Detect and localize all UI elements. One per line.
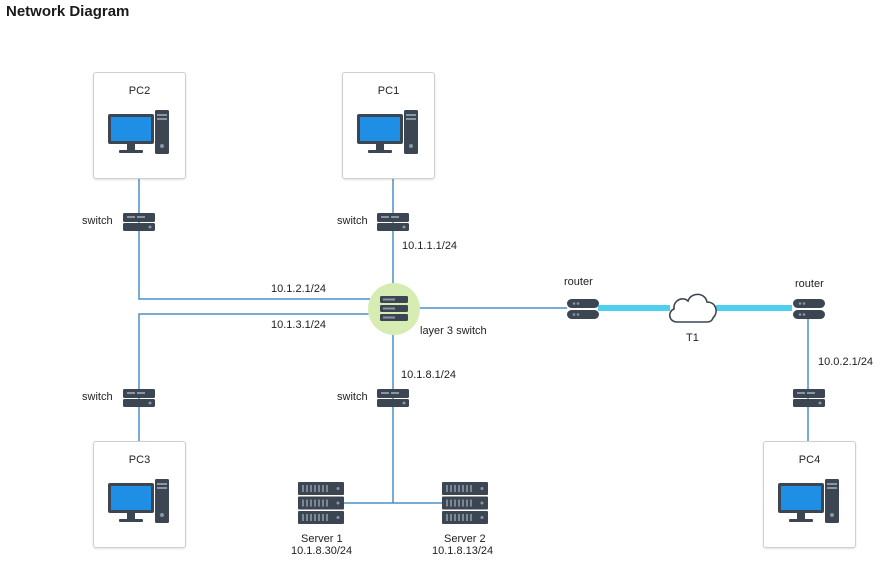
ip-pc1-link: 10.1.1.1/24 xyxy=(402,240,458,252)
ip-pc2-link: 10.1.2.1/24 xyxy=(271,283,327,295)
switch-icon[interactable] xyxy=(123,212,155,232)
server-rack-icon[interactable] xyxy=(442,482,488,524)
router-icon[interactable] xyxy=(566,297,600,321)
pc4-node[interactable]: PC4 xyxy=(763,441,856,548)
switch-servers-label: switch xyxy=(337,391,368,403)
switch-icon[interactable] xyxy=(793,388,825,408)
server1-ip: 10.1.8.30/24 xyxy=(291,545,353,557)
t1-label: T1 xyxy=(686,332,699,344)
desktop-computer-icon xyxy=(108,479,169,523)
pc3-label: PC3 xyxy=(128,454,151,466)
switch-pc3-label: switch xyxy=(82,391,113,403)
server-rack-icon[interactable] xyxy=(298,482,344,524)
link-pc3-core xyxy=(138,313,370,441)
router-right-label: router xyxy=(795,278,824,290)
ip-server-link: 10.1.8.1/24 xyxy=(401,369,457,381)
desktop-computer-icon xyxy=(108,110,169,154)
cloud-icon[interactable] xyxy=(665,288,721,328)
layer3-switch-label: layer 3 switch xyxy=(420,325,487,337)
layer3-switch-icon[interactable] xyxy=(367,282,421,336)
router-icon[interactable] xyxy=(792,297,826,321)
switch-pc2-label: switch xyxy=(82,215,113,227)
desktop-computer-icon xyxy=(778,479,839,523)
pc4-label: PC4 xyxy=(798,454,821,466)
server1-name: Server 1 xyxy=(301,533,343,545)
server2-name: Server 2 xyxy=(444,533,486,545)
pc1-label: PC1 xyxy=(377,85,400,97)
pc1-node[interactable]: PC1 xyxy=(342,72,435,179)
link-pc2-core xyxy=(138,177,370,300)
ip-remote-link: 10.0.2.1/24 xyxy=(818,356,874,368)
ip-pc3-link: 10.1.3.1/24 xyxy=(271,319,327,331)
desktop-computer-icon xyxy=(357,110,418,154)
switch-icon[interactable] xyxy=(123,388,155,408)
pc2-node[interactable]: PC2 xyxy=(93,72,186,179)
switch-icon[interactable] xyxy=(377,388,409,408)
switch-icon[interactable] xyxy=(377,212,409,232)
pc2-label: PC2 xyxy=(128,85,151,97)
page-title: Network Diagram xyxy=(6,3,130,20)
router-left-label: router xyxy=(564,276,593,288)
server2-ip: 10.1.8.13/24 xyxy=(432,545,494,557)
pc3-node[interactable]: PC3 xyxy=(93,441,186,548)
switch-pc1-label: switch xyxy=(337,215,368,227)
